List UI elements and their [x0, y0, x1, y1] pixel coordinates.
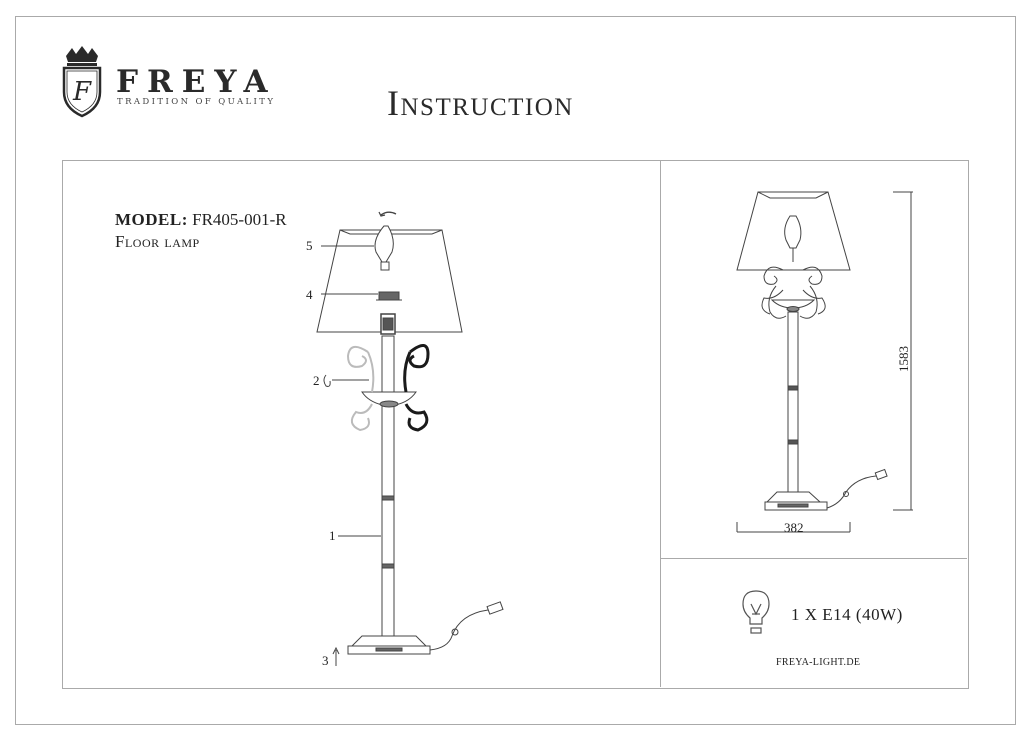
brand-tagline: TRADITION OF QUALITY — [117, 97, 276, 107]
website-link[interactable]: FREYA-LIGHT.DE — [776, 657, 861, 668]
model-line: MODEL: FR405-001-R — [115, 210, 287, 230]
panel-divider — [660, 160, 661, 687]
logo-crest-icon: F — [62, 46, 102, 118]
bulb-icon — [742, 590, 770, 634]
brand-name: FREYA — [116, 64, 277, 100]
main-panel — [62, 160, 969, 689]
model-code: FR405-001-R — [192, 210, 287, 229]
spec-divider — [660, 558, 967, 559]
callout-5: 5 — [306, 238, 313, 253]
callout-3: 3 — [322, 653, 329, 668]
page-border — [15, 16, 1016, 725]
up-arrow-icon — [332, 646, 340, 666]
exploded-lamp-diagram — [316, 211, 504, 666]
callout-2: 2 — [313, 373, 320, 388]
callout-4: 4 — [306, 287, 313, 302]
hook-icon — [323, 374, 331, 387]
model-label: MODEL: — [115, 210, 188, 229]
height-dimension: 1583 — [896, 346, 911, 372]
page-title: Instruction — [387, 83, 574, 123]
assembled-lamp-diagram — [736, 191, 913, 533]
rotate-arrow-icon — [378, 211, 397, 217]
width-dimension: 382 — [784, 520, 804, 535]
product-type: Floor lamp — [115, 232, 200, 251]
callout-1: 1 — [329, 528, 336, 543]
svg-text:F: F — [72, 77, 92, 107]
bulb-spec: 1 X E14 (40W) — [791, 605, 903, 624]
